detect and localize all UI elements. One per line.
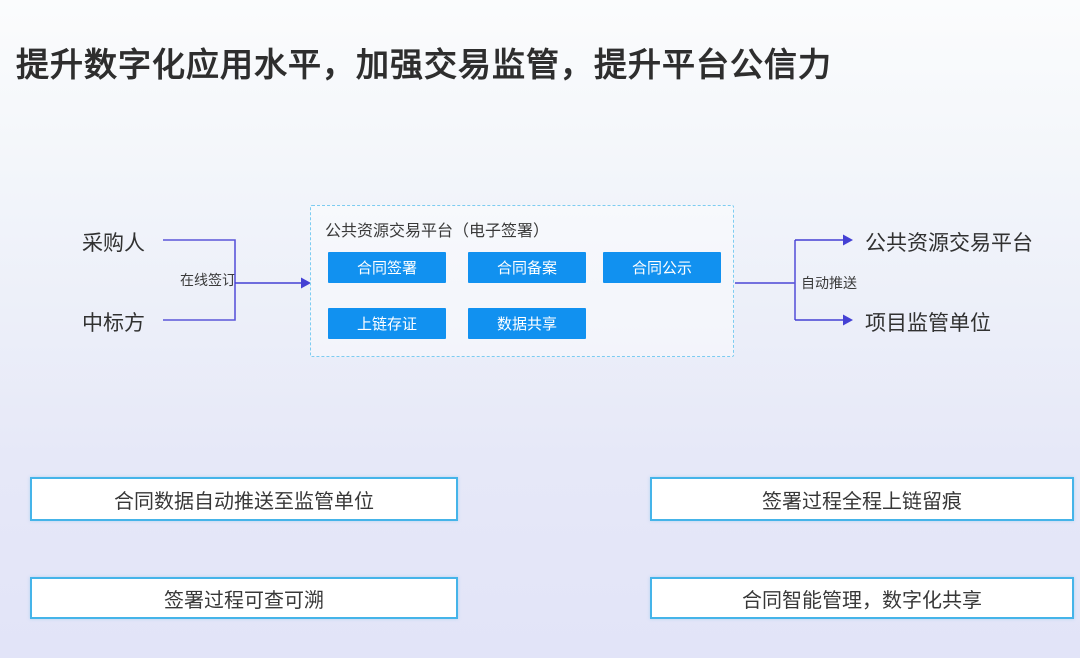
node-public-resource-platform: 公共资源交易平台: [865, 232, 1033, 255]
node-purchaser: 采购人: [82, 232, 145, 255]
feature-box-traceable-signing: 签署过程可查可溯: [30, 577, 458, 619]
button-blockchain-deposit[interactable]: 上链存证: [328, 308, 446, 339]
feature-box-smart-contract-sharing: 合同智能管理，数字化共享: [650, 577, 1074, 619]
arrowhead-to-platform-node: [843, 234, 853, 246]
button-contract-signing[interactable]: 合同签署: [328, 252, 446, 283]
arrowhead-to-regulator-node: [843, 314, 853, 326]
platform-box-title: 公共资源交易平台（电子签署）: [325, 223, 550, 240]
page-title: 提升数字化应用水平，加强交易监管，提升平台公信力: [16, 46, 832, 83]
feature-box-blockchain-trace: 签署过程全程上链留痕: [650, 477, 1074, 521]
button-contract-filing[interactable]: 合同备案: [468, 252, 586, 283]
button-data-sharing[interactable]: 数据共享: [468, 308, 586, 339]
edge-label-online-signing: 在线签订: [180, 272, 236, 288]
node-project-regulator: 项目监管单位: [865, 312, 991, 335]
feature-box-auto-push-to-regulator: 合同数据自动推送至监管单位: [30, 477, 458, 521]
button-contract-publicity[interactable]: 合同公示: [603, 252, 721, 283]
edge-label-auto-push: 自动推送: [801, 275, 857, 291]
node-winning-bidder: 中标方: [82, 312, 145, 335]
platform-box: 公共资源交易平台（电子签署） 合同签署 合同备案 合同公示 上链存证 数据共享: [310, 205, 734, 357]
